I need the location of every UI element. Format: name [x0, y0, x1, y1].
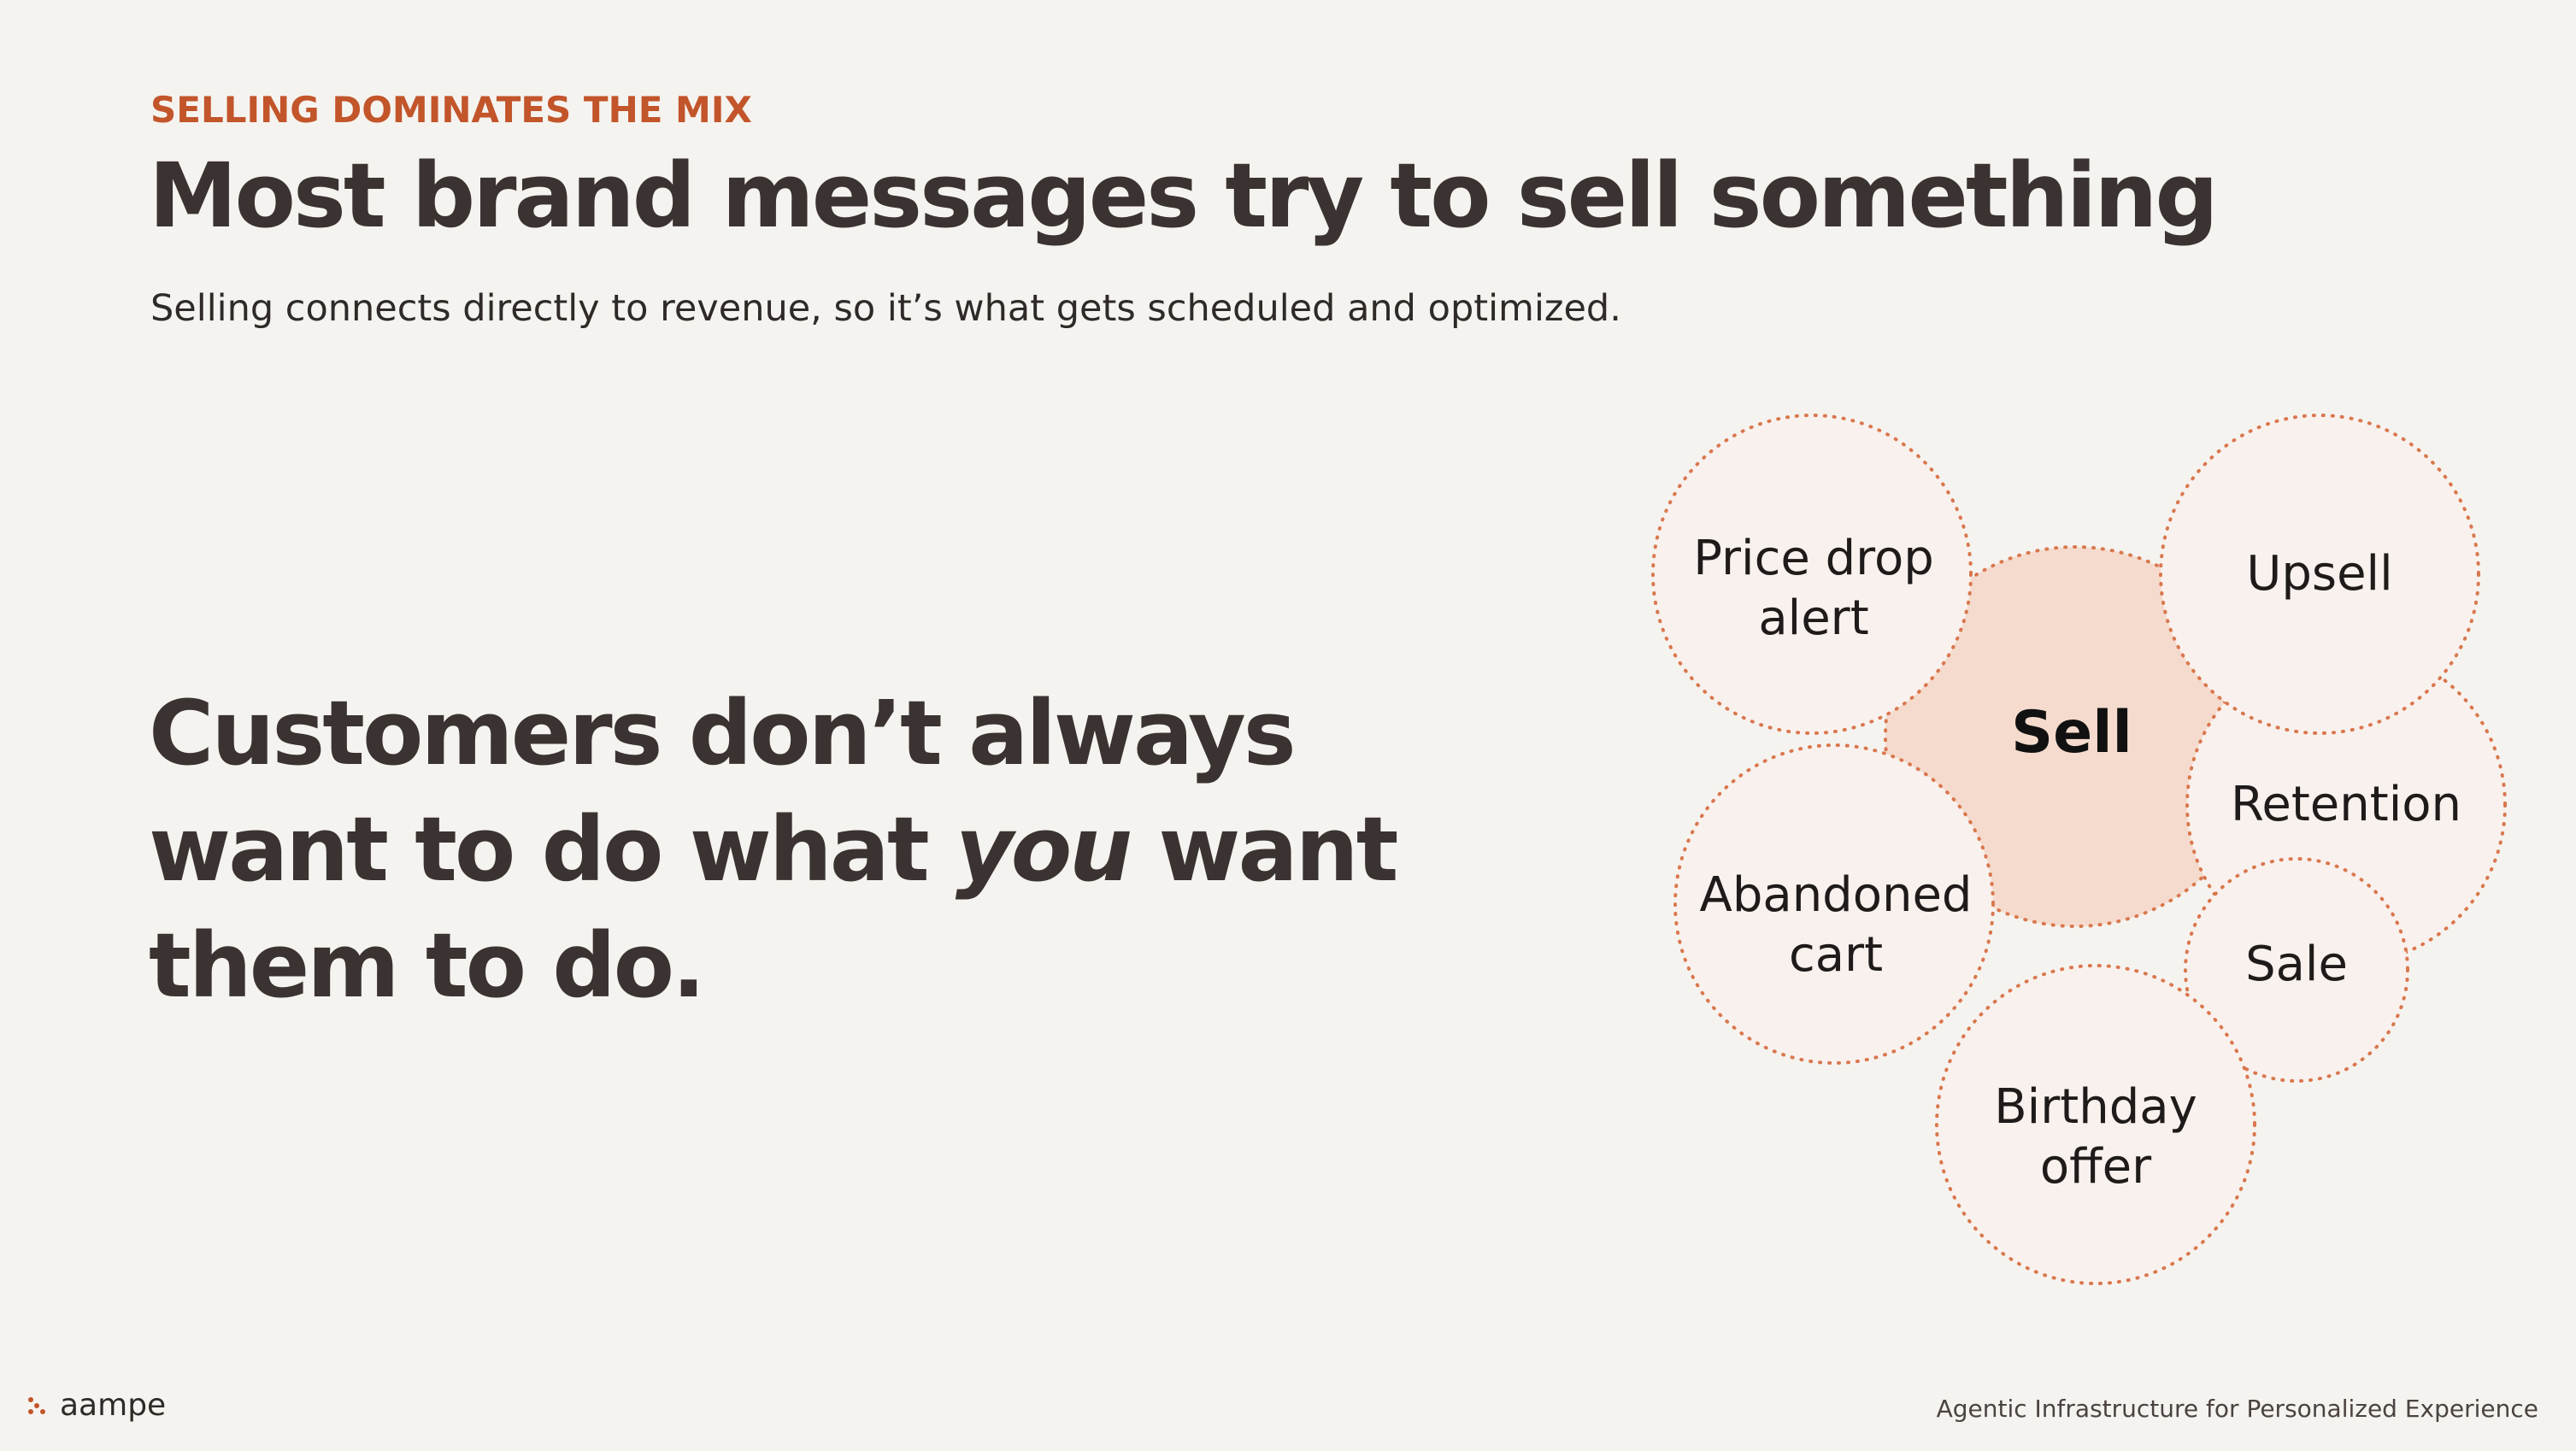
- eyebrow-label: SELLING DOMINATES THE MIX: [150, 89, 752, 131]
- aampe-logo-icon: [28, 1396, 45, 1414]
- price-drop-bubble: [1651, 414, 1973, 735]
- brand-logo: aampe: [26, 1388, 166, 1423]
- sale-bubble: [2184, 857, 2409, 1083]
- retention-label: Retention: [2231, 777, 2461, 832]
- statement-line-1: Customers don’t always: [149, 681, 1297, 785]
- price-drop-label-line-1: Price drop: [1693, 531, 1934, 586]
- sell-label: Sell: [2011, 699, 2132, 767]
- birthday-offer-bubble: [1935, 964, 2256, 1285]
- abandoned-cart-label-line-1: Abandoned: [1700, 867, 1973, 923]
- statement-line-2-end: want: [1130, 797, 1398, 902]
- sale-label: Sale: [2245, 937, 2348, 992]
- key-statement: Customers don’t always want to do what y…: [149, 675, 1398, 1024]
- page-subtitle: Selling connects directly to revenue, so…: [150, 287, 1621, 330]
- upsell-label: Upsell: [2246, 546, 2392, 602]
- statement-line-2: want to do what you want: [149, 791, 1398, 908]
- page-title: Most brand messages try to sell somethin…: [149, 144, 2219, 248]
- abandoned-cart-label-line-2: cart: [1789, 927, 1883, 983]
- statement-emphasis: you: [955, 797, 1132, 902]
- price-drop-label-line-2: alert: [1758, 590, 1868, 646]
- statement-line-3: them to do.: [149, 913, 706, 1018]
- brand-name: aampe: [60, 1388, 167, 1423]
- abandoned-cart-bubble: [1673, 743, 1995, 1065]
- birthday-offer-label-line-1: Birthday: [1994, 1079, 2197, 1135]
- upsell-bubble: [2159, 414, 2480, 735]
- birthday-offer-label-line-2: offer: [2040, 1139, 2152, 1195]
- statement-line-2-start: want to do what: [149, 797, 956, 902]
- footer-tagline: Agentic Infrastructure for Personalized …: [1936, 1395, 2538, 1423]
